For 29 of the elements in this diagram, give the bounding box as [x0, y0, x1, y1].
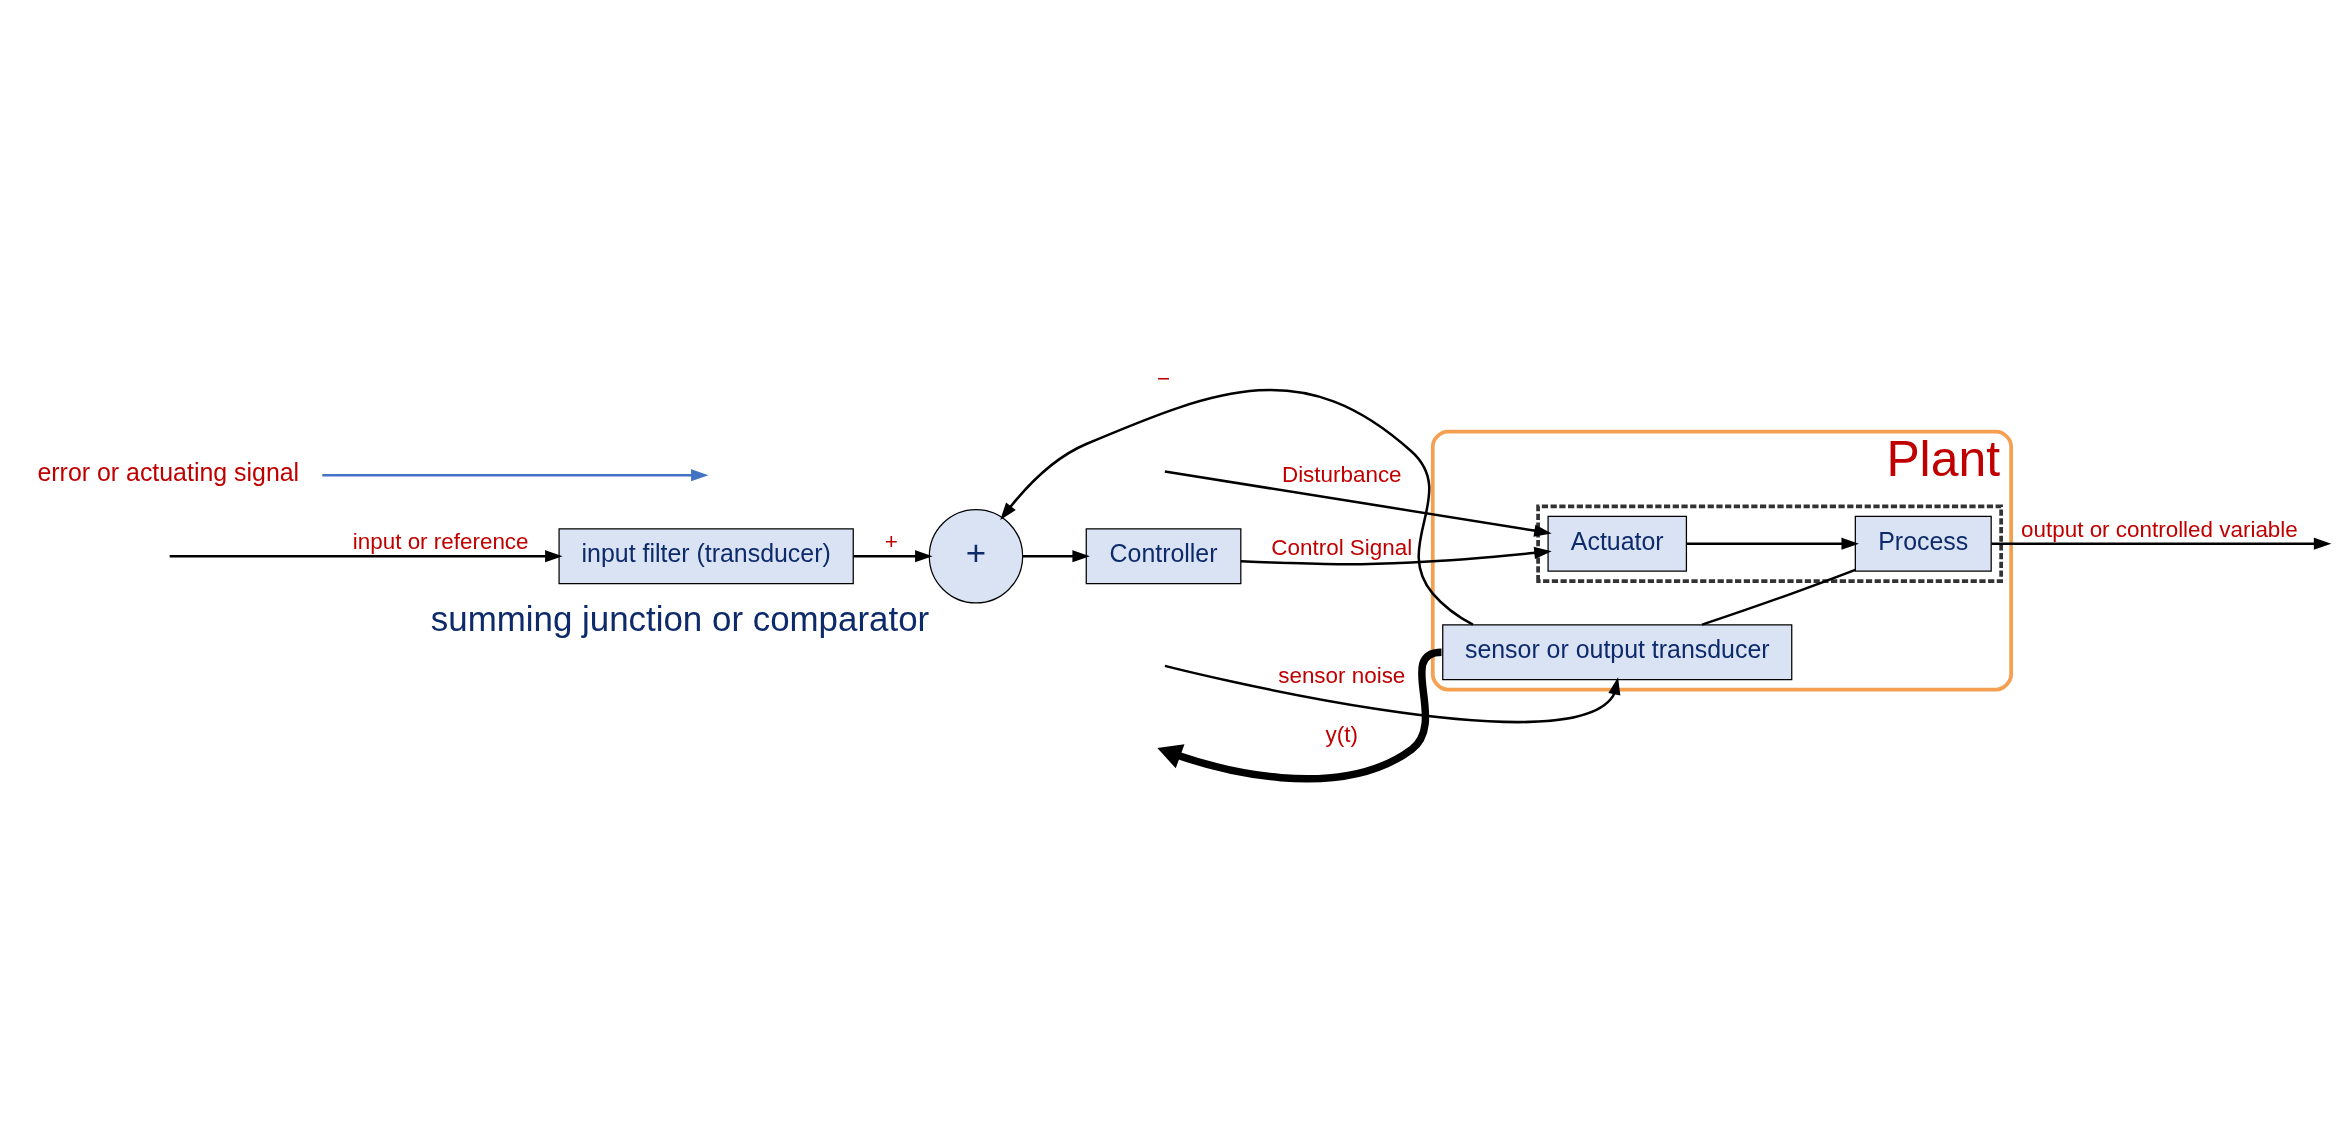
edge-label: input or reference: [352, 528, 529, 554]
edge-label: Control Signal: [1271, 534, 1413, 560]
arrow: [1157, 648, 1443, 782]
node-box: Process: [1854, 515, 1992, 572]
cluster: [1536, 503, 2003, 583]
node-text: error or actuating signal: [37, 457, 300, 486]
arrow: [1240, 546, 1552, 565]
arrow: [1991, 537, 2332, 550]
edge-label: sensor noise: [1278, 662, 1406, 688]
edge-label: +: [884, 528, 898, 554]
edge-label: y(t): [1325, 721, 1358, 747]
arrow: [1164, 664, 1621, 723]
edge-label: Disturbance: [1281, 461, 1402, 487]
arrow: [322, 468, 709, 481]
arrow: [1686, 537, 1859, 550]
node-box: Controller: [1085, 527, 1242, 584]
arrow: [853, 549, 933, 562]
node-box: Actuator: [1547, 515, 1688, 572]
connector: [1701, 568, 1856, 626]
arrow: [169, 549, 563, 562]
edge-label: −: [1156, 365, 1171, 391]
arrow: [1023, 549, 1090, 562]
node-box: sensor or output transducer: [1442, 623, 1793, 680]
edge-label: output or controlled variable: [2021, 516, 2298, 542]
node-circle: +: [928, 508, 1024, 603]
arrow: [1164, 469, 1552, 537]
node-label: summing junction or comparator: [430, 598, 930, 638]
arrow: [1000, 388, 1474, 626]
node-box: input filter (transducer): [558, 527, 854, 584]
